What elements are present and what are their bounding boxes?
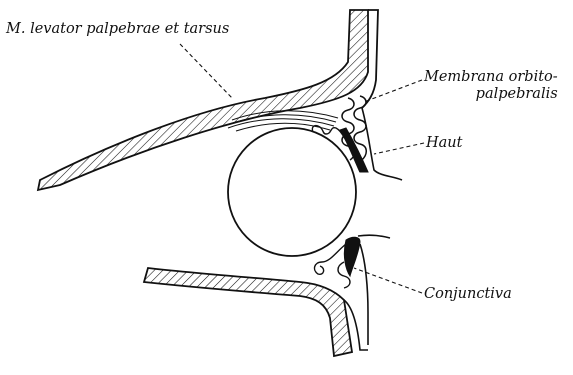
label-levator: M. levator palpebrae et tarsus [6,22,229,37]
label-haut: Haut [426,136,462,151]
eyeball [228,128,356,256]
lower-orbital-wall [144,268,352,356]
label-membrana: Membrana orbito- palpebralis [424,69,558,103]
leader-haut [374,143,424,154]
leader-levator [180,44,232,98]
label-membrana-line2: palpebralis [424,86,558,103]
lower-eyelid-skin [358,235,390,345]
lower-tarsus [344,237,360,276]
label-membrana-line1: Membrana orbito- [424,69,558,86]
upper-eyelid-skin [362,108,402,180]
leader-conjunctiva [354,268,422,293]
label-conjunctiva: Conjunctiva [424,287,512,302]
